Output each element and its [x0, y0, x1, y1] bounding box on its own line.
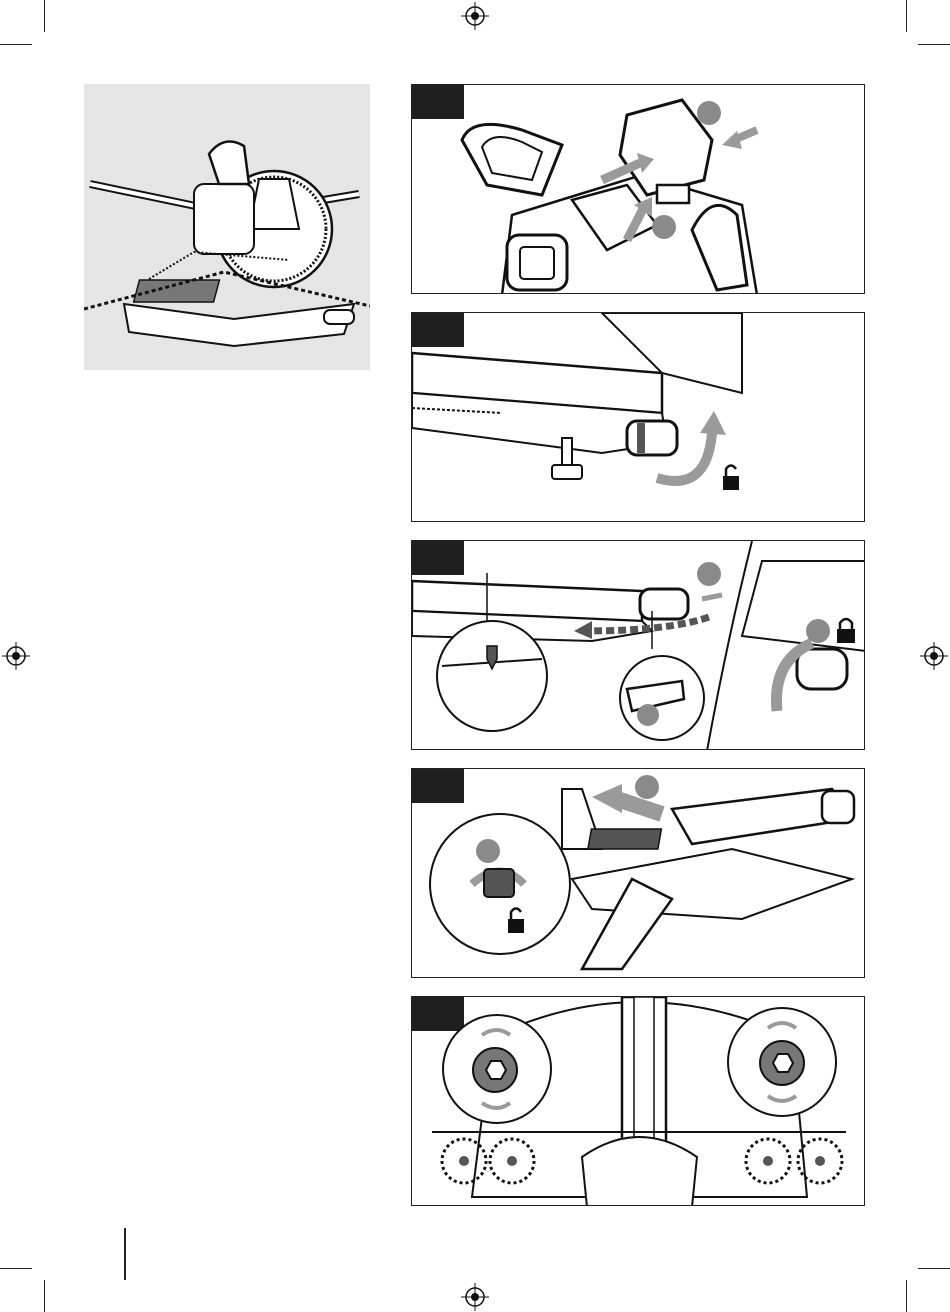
unlock-knob-icon — [412, 313, 865, 522]
margin-rule — [124, 1228, 126, 1280]
crop-mark — [906, 1280, 907, 1312]
bevel-scale-lock-icon — [412, 541, 865, 750]
crop-mark — [918, 1268, 950, 1269]
miter-saw-icon — [84, 84, 370, 370]
crop-mark — [906, 0, 907, 32]
step-5-panel — [411, 996, 865, 1206]
crop-mark — [0, 1268, 32, 1269]
step-1-panel — [411, 84, 865, 294]
registration-mark-icon — [920, 642, 948, 670]
crop-mark — [44, 1280, 45, 1312]
step-4-panel — [411, 768, 865, 978]
battery-insert-icon — [412, 85, 865, 294]
crop-mark — [44, 0, 45, 32]
fence-bolt-adjust-icon — [412, 997, 865, 1206]
crop-mark — [918, 44, 950, 45]
step-3-panel — [411, 540, 865, 750]
rail-slide-unlock-icon — [412, 769, 865, 978]
overview-figure — [84, 84, 370, 370]
registration-mark-icon — [461, 1283, 489, 1311]
registration-mark-icon — [2, 642, 30, 670]
step-2-panel — [411, 312, 865, 522]
registration-mark-icon — [461, 2, 489, 30]
crop-mark — [0, 44, 32, 45]
